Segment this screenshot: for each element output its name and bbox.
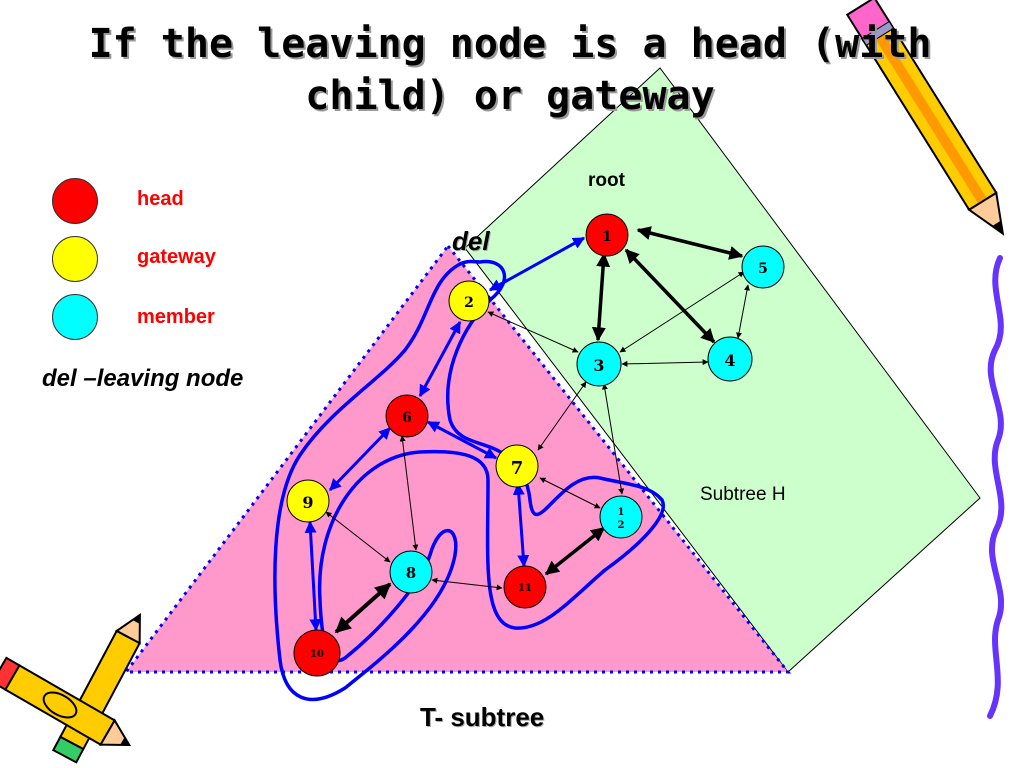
edge-5-4 bbox=[736, 284, 750, 339]
leaving-node-note: del –leaving node bbox=[42, 365, 244, 392]
node-1: 1 bbox=[585, 213, 629, 257]
edge-2-1-blue bbox=[488, 236, 586, 292]
edge-8-11 bbox=[431, 577, 503, 591]
edge-6-8 bbox=[399, 435, 419, 551]
legend-head-dot bbox=[52, 178, 98, 224]
edge-3-12 bbox=[601, 383, 625, 495]
edge-2-3 bbox=[487, 311, 579, 353]
edges bbox=[304, 226, 750, 634]
edge-1-5 bbox=[636, 226, 744, 260]
edge-3-4 bbox=[621, 359, 709, 367]
node-4-label: 4 bbox=[724, 351, 735, 370]
node-10: 10 bbox=[293, 629, 341, 677]
node-9: 9 bbox=[286, 479, 330, 523]
node-10-label: 10 bbox=[310, 649, 324, 660]
subtree-h-label: Subtree H bbox=[700, 484, 786, 505]
del-label: del bbox=[452, 226, 490, 256]
edge-10-8 bbox=[334, 582, 392, 634]
node-3-label: 3 bbox=[593, 356, 604, 375]
node-8-label: 8 bbox=[406, 564, 416, 582]
pencil-icon bbox=[845, 0, 1005, 236]
node-6-label: 6 bbox=[402, 410, 412, 426]
pencil-icon-bottom-left bbox=[0, 613, 141, 764]
edge-2-6-blue bbox=[418, 320, 462, 398]
edge-7-11-blue bbox=[512, 482, 530, 568]
edge-12-11 bbox=[544, 526, 606, 576]
page-title: If the leaving node is a head (with chil… bbox=[60, 18, 960, 122]
edge-9-10-blue bbox=[304, 520, 322, 632]
title-line-2: child) or gateway bbox=[305, 73, 715, 119]
decorative-wavy-line bbox=[987, 255, 1005, 719]
node-12-label-line2: 2 bbox=[618, 520, 625, 531]
legend-member-label: member bbox=[137, 306, 215, 328]
legend-member-dot bbox=[52, 294, 98, 340]
edge-3-7 bbox=[537, 381, 587, 451]
node-1-label: 1 bbox=[602, 229, 612, 245]
edge-9-8 bbox=[325, 511, 391, 563]
node-5-label: 5 bbox=[758, 261, 768, 277]
edge-6-7-blue bbox=[426, 420, 498, 460]
node-8: 8 bbox=[389, 550, 433, 594]
node-6: 6 bbox=[385, 394, 429, 438]
legend-gateway-label: gateway bbox=[137, 246, 216, 268]
legend-gateway-dot bbox=[52, 236, 98, 282]
node-4: 4 bbox=[707, 336, 753, 382]
edge-7-12 bbox=[539, 477, 601, 509]
edge-1-3 bbox=[591, 252, 611, 342]
node-2: 2 bbox=[448, 280, 490, 322]
node-3: 3 bbox=[576, 341, 622, 387]
node-11: 11 bbox=[503, 565, 547, 609]
edge-5-3 bbox=[619, 271, 745, 353]
root-label: root bbox=[588, 170, 625, 191]
node-12-label-line1: 1 bbox=[618, 507, 625, 518]
node-9-label: 9 bbox=[302, 493, 313, 512]
legend-head-label: head bbox=[137, 188, 184, 210]
node-11-label: 11 bbox=[518, 583, 532, 594]
node-2-label: 2 bbox=[464, 295, 474, 311]
node-7: 7 bbox=[495, 444, 539, 488]
node-12: 1 2 bbox=[599, 495, 643, 539]
edge-6-9-blue bbox=[328, 426, 392, 492]
node-5: 5 bbox=[741, 245, 785, 289]
title-line-1: If the leaving node is a head (with bbox=[88, 21, 932, 67]
t-subtree-label: T- subtree bbox=[420, 702, 545, 732]
node-7-label: 7 bbox=[511, 458, 524, 479]
